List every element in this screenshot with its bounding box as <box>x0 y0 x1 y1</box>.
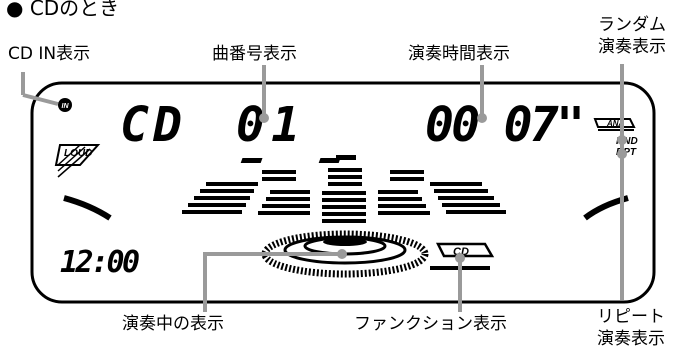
label-random-line1: ランダム <box>598 15 666 35</box>
label-repeat: リピート 演奏表示 <box>584 306 678 350</box>
label-cd-in: CD IN表示 <box>8 44 91 64</box>
clock-segment: 12:00 <box>60 245 140 280</box>
display-panel <box>30 81 656 304</box>
source-segment: CD <box>120 97 182 153</box>
ana-indicator: ANA <box>593 118 636 131</box>
rnd-indicator: RND <box>616 136 638 147</box>
label-play-time: 演奏時間表示 <box>408 44 510 64</box>
label-function: ファンクション表示 <box>354 314 507 334</box>
ana-text: ANA <box>606 119 625 128</box>
track-segment: 01 <box>236 97 300 153</box>
bullet-icon: ● <box>6 0 24 20</box>
label-track-number: 曲番号表示 <box>212 44 297 64</box>
title-text: CDのとき <box>29 0 120 20</box>
page-title: ● CDのとき <box>6 0 119 18</box>
spectrum-bars <box>182 155 506 223</box>
callout-dots <box>259 113 627 263</box>
time-segment: 00 07" <box>425 97 585 153</box>
callout-lines <box>21 64 624 312</box>
label-repeat-line1: リピート <box>597 307 665 327</box>
cd-in-badge-text: IN <box>62 103 70 110</box>
label-random-line2: 演奏表示 <box>598 37 666 57</box>
label-playing: 演奏中の表示 <box>122 314 224 334</box>
loud-indicator: LOUD <box>54 144 101 178</box>
loud-text: LOUD <box>64 148 92 159</box>
cd-in-indicator-icon <box>58 98 72 112</box>
left-arc <box>63 195 112 221</box>
label-repeat-line2: 演奏表示 <box>597 329 665 349</box>
label-random: ランダム 演奏表示 <box>586 14 678 58</box>
disc-rotation-icon <box>261 230 429 278</box>
